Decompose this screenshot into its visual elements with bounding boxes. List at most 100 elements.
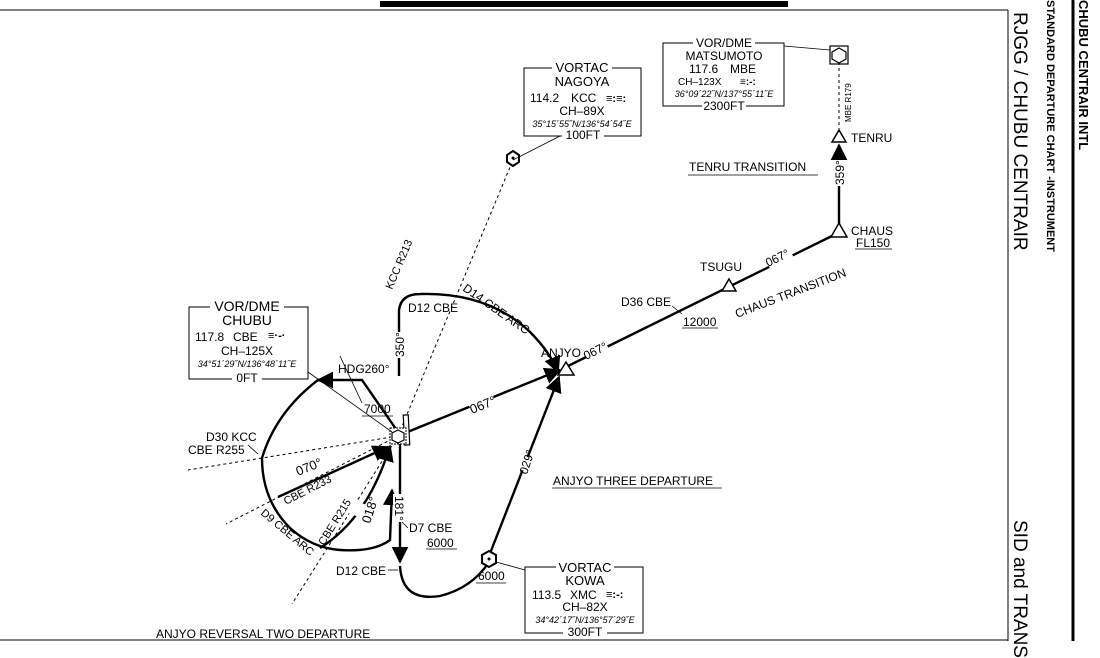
crs-350-bg (393, 332, 405, 358)
kowa-morse: ≡:-: (606, 589, 623, 601)
kowa-vortac-icon (481, 549, 497, 569)
nagoya-name: NAGOYA (555, 74, 610, 89)
crs-181-label: 181° (392, 496, 406, 521)
tenru-fix-icon (830, 128, 848, 143)
kowa-ident: XMC (570, 588, 597, 602)
matsumoto-vordme-icon (829, 45, 849, 65)
anjyo-label: ANJYO (541, 346, 581, 360)
route-d12-to-kowa (398, 561, 491, 599)
alt-7000-label: 7000 (364, 402, 391, 416)
kowa-navaid-box: VORTAC KOWA 113.5 XMC ≡:-: CH–82X 34°42´… (495, 560, 644, 639)
d12-cbe-top-label: D12 CBE (408, 301, 458, 315)
d36-cbe-label: D36 CBE (621, 295, 671, 309)
kowa-name: KOWA (565, 573, 605, 588)
crs-067-a: 067° (763, 245, 794, 270)
kowa-elev: 300FT (568, 625, 603, 639)
kcc-r213-label: KCC R213 (384, 238, 416, 291)
chubu-type: VOR/DME (214, 298, 279, 314)
crs-018: 018° (348, 495, 381, 525)
mbe-r179-label: MBE R179 (844, 83, 853, 122)
svg-text:018°: 018° (359, 495, 382, 525)
route-d9-arc (260, 379, 400, 552)
nagoya-morse: ≡:≡: (606, 93, 626, 105)
tenru-transition-label: TENRU TRANSITION (689, 160, 806, 174)
kcc-r213-radial (397, 159, 514, 437)
crs-359-bg (833, 160, 845, 186)
chubu-coords: 34°51´29˝N/136°48´11˝E (198, 359, 298, 369)
crs-067-c: 067° (468, 392, 499, 417)
d30-kcc-label: D30 KCC (206, 430, 257, 444)
nagoya-vortac-icon (506, 149, 520, 168)
d9-cbe-arc-label: D9 CBE ARC (258, 507, 316, 558)
matsumoto-morse: ≡:-: (740, 77, 756, 88)
chaus-fl-label: FL150 (856, 236, 890, 250)
nagoya-elev: 100FT (566, 128, 601, 142)
matsumoto-channel: CH–123X (678, 77, 722, 88)
chubu-navaid-box: VOR/DME CHUBU 117.8 CBE ≡·-· CH–125X 34°… (188, 298, 393, 433)
chart-type: STANDARD DEPARTURE CHART -INSTRUMENT (1044, 0, 1056, 252)
crs-350-label: 350° (393, 332, 407, 357)
matsumoto-navaid-box: VOR/DME MATSUMOTO 117.6 MBE CH–123X ≡:-:… (662, 36, 831, 113)
anjyo-reversal-label: ANJYO REVERSAL TWO DEPARTURE (156, 627, 370, 641)
kowa-coords: 34°42´17˝N/136°57´29˝E (535, 615, 635, 625)
svg-text:070°: 070° (294, 455, 325, 479)
route-hdg260 (316, 371, 399, 433)
tenru-label: TENRU (851, 131, 892, 145)
alt-6000-a-label: 6000 (427, 536, 454, 550)
chubu-morse: ≡·-· (268, 330, 285, 342)
matsumoto-freq: 117.6 (689, 62, 718, 76)
d7-cbe-label: D7 CBE (409, 521, 452, 535)
d7-leader (401, 521, 409, 529)
kowa-channel: CH–82X (562, 600, 607, 614)
svg-text:067°: 067° (468, 393, 499, 417)
hdg260-label: HDG260° (338, 362, 390, 376)
cbe-r255-label: CBE R255 (188, 443, 245, 457)
departure-chart: VORTAC NAGOYA 114.2 KCC ≡:≡: CH–89X 35°1… (0, 0, 1075, 641)
kowa-freq: 113.5 (532, 588, 561, 602)
chart-subtitle: SID and TRANS (1009, 520, 1030, 658)
chaus-fix-icon (829, 221, 849, 238)
chubu-name: CHUBU (222, 312, 272, 328)
matsumoto-name: MATSUMOTO (686, 49, 763, 63)
alt-6000-b-label: 6000 (478, 569, 505, 583)
tsugu-label: TSUGU (700, 260, 742, 274)
chubu-vordme-icon (389, 427, 407, 445)
matsumoto-ident: MBE (730, 62, 756, 76)
airport-name: CHUBU CENTRAIR INTL (1076, 0, 1091, 151)
chubu-ident: CBE (233, 330, 258, 344)
alt-12000-label: 12000 (683, 315, 717, 329)
d36-leader (671, 305, 683, 315)
route-070 (277, 445, 390, 499)
nagoya-type: VORTAC (556, 60, 609, 75)
chaus-transition-label: CHAUS TRANSITION (733, 266, 848, 321)
crs-067-b: 067° (581, 339, 610, 363)
anjyo-three-label: ANJYO THREE DEPARTURE (553, 474, 713, 488)
cbe-r233-radial (225, 435, 399, 525)
kowa-type: VORTAC (559, 560, 612, 575)
matsumoto-coords: 36°09´22˝N/137°55´11˝E (675, 89, 775, 99)
nagoya-freq: 114.2 (530, 91, 559, 105)
chubu-freq: 117.8 (195, 330, 224, 344)
chubu-elev: 0FT (236, 371, 258, 385)
crs-359-label: 359° (833, 160, 847, 185)
nagoya-navaid-box: VORTAC NAGOYA 114.2 KCC ≡:≡: CH–89X 35°1… (512, 60, 642, 161)
nagoya-coords: 35°15´55˝N/136°54´54˝E (532, 119, 632, 129)
leader-d30 (247, 444, 259, 455)
route-d14-arc (397, 292, 561, 376)
top-bar (380, 1, 788, 7)
matsumoto-elev: 2300FT (703, 99, 745, 113)
d14-cbe-arc-label: D14 CBE ARC (460, 281, 532, 337)
matsumoto-type: VOR/DME (696, 36, 752, 50)
tsugu-fix-icon (720, 277, 738, 292)
crs-029: 029° (505, 448, 538, 476)
nagoya-channel: CH–89X (559, 104, 604, 118)
chubu-channel: CH–125X (221, 344, 273, 358)
chaus-label: CHAUS (851, 224, 893, 238)
nagoya-ident: KCC (571, 91, 597, 105)
anjyo-fix-icon (556, 360, 576, 376)
route-anjyo-chaus (567, 231, 839, 368)
chart-title: RJGG / CHUBU CENTRAIR (1009, 12, 1030, 251)
d12-cbe-bottom-label: D12 CBE (336, 564, 386, 578)
crs-181-bg (393, 494, 406, 522)
crs-070: 070° (294, 455, 325, 479)
